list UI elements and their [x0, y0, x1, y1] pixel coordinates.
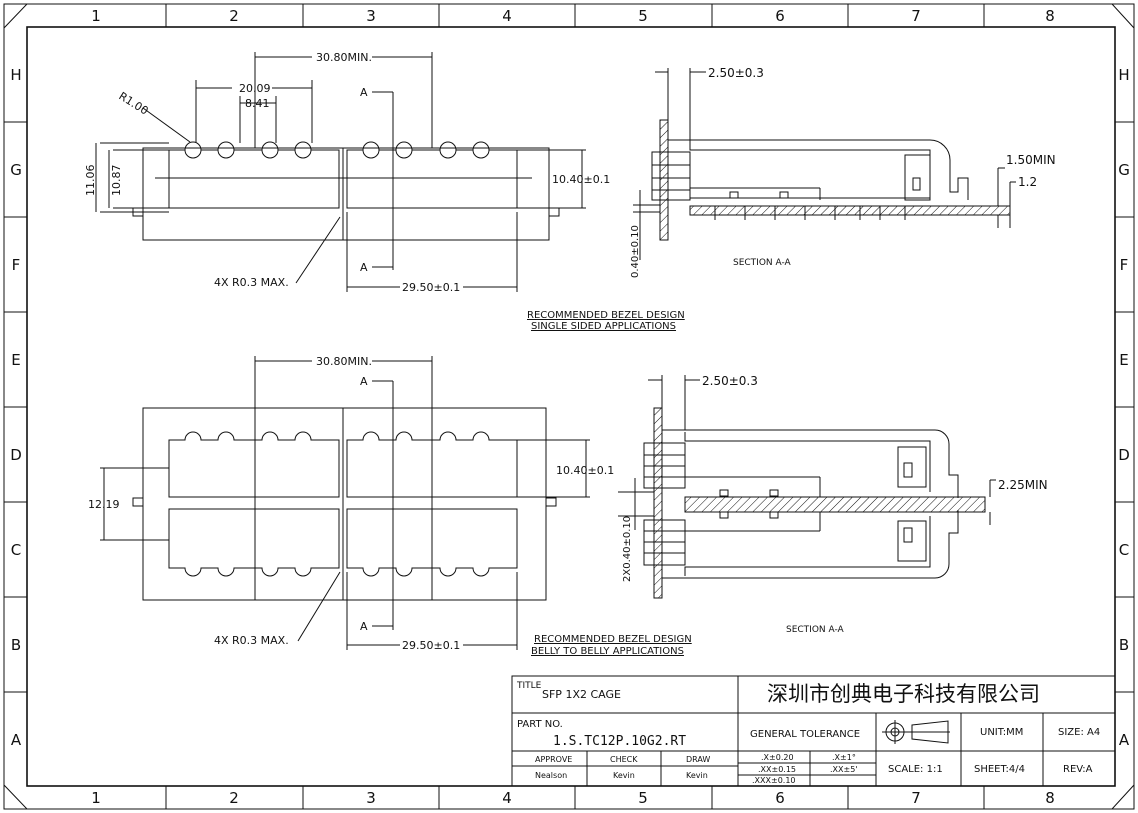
unit: UNIT:MM — [980, 727, 1023, 738]
title-block: TITLE SFP 1X2 CAGE 深圳市创典电子科技有限公司 PART NO… — [511, 675, 1116, 787]
approve-name: Nealson — [535, 771, 567, 780]
grid-row-h-right: H — [1118, 66, 1129, 84]
check-name: Kevin — [613, 771, 635, 780]
dim-opening-height: 10.40±0.1 — [556, 464, 614, 477]
dim-opening-height: 10.40±0.1 — [552, 173, 610, 186]
title-label: TITLE — [516, 681, 542, 691]
grid-row-b: B — [11, 636, 21, 654]
part-value: 1.S.TC12P.10G2.RT — [553, 734, 686, 749]
grid-col-5: 5 — [638, 7, 648, 25]
grid-row-a: A — [11, 731, 22, 749]
angle-tolerance-2: .XX±5' — [830, 765, 858, 774]
section-dim-left: 2X0.40±0.10 — [622, 516, 633, 582]
dim-opening-width: 29.50±0.1 — [402, 639, 460, 652]
section-mark-bottom: A — [360, 620, 368, 633]
grid-row-d: D — [10, 446, 22, 464]
grid-col-2: 2 — [229, 7, 239, 25]
size: SIZE: A4 — [1058, 727, 1100, 738]
dim-pitch-a: 20.09 — [239, 82, 271, 95]
dim-pitch: 12.19 — [88, 498, 120, 511]
scale: SCALE: 1:1 — [888, 764, 943, 775]
section-mark-bottom: A — [360, 261, 368, 274]
angle-tolerance-1: .X±1° — [832, 753, 856, 762]
belly-to-belly-bezel-view: 30.80MIN. 10.40±0.1 12.19 4X R0.3 MAX. 2… — [88, 355, 692, 657]
caption-line-1: RECOMMENDED BEZEL DESIGN — [527, 310, 685, 321]
section-label: SECTION A-A — [786, 625, 845, 635]
single-sided-section-view: 2.50±0.3 1.50MIN 1.2 0.40±0.10 SECTION A… — [630, 66, 1056, 278]
grid-col-4: 4 — [502, 7, 512, 25]
title-value: SFP 1X2 CAGE — [542, 688, 621, 701]
grid-row-h: H — [10, 66, 21, 84]
caption-line-2: BELLY TO BELLY APPLICATIONS — [531, 646, 684, 657]
grid-row-g-right: G — [1118, 161, 1130, 179]
approve-label: APPROVE — [535, 755, 572, 764]
section-dim-left: 0.40±0.10 — [630, 225, 641, 278]
grid-col-3-bottom: 3 — [366, 789, 376, 807]
grid-row-a-right: A — [1119, 731, 1130, 749]
grid-col-8-bottom: 8 — [1045, 789, 1055, 807]
single-sided-bezel-view: 30.80MIN. 20.09 8.41 R1.00 11.06 10.87 1… — [84, 51, 685, 332]
caption-line-2: SINGLE SIDED APPLICATIONS — [531, 321, 676, 332]
sheet: SHEET:4/4 — [974, 764, 1025, 775]
grid-col-4-bottom: 4 — [502, 789, 512, 807]
section-dim-top: 2.50±0.3 — [708, 66, 764, 80]
projection-symbol-icon — [882, 720, 950, 744]
draw-name: Kevin — [686, 771, 708, 780]
grid-row-e-right: E — [1119, 351, 1128, 369]
dim-overall-width: 30.80MIN. — [316, 355, 372, 368]
dim-opening-width: 29.50±0.1 — [402, 281, 460, 294]
draw-label: DRAW — [686, 755, 710, 764]
dim-overall-width: 30.80MIN. — [316, 51, 372, 64]
grid-row-e: E — [11, 351, 20, 369]
revision: REV:A — [1063, 764, 1093, 775]
grid-col-6-bottom: 6 — [775, 789, 785, 807]
grid-row-b-right: B — [1119, 636, 1129, 654]
section-mark-top: A — [360, 86, 368, 99]
radius-label: R1.00 — [116, 90, 150, 118]
corner-note: 4X R0.3 MAX. — [214, 276, 289, 289]
corner-note: 4X R0.3 MAX. — [214, 634, 289, 647]
grid-col-1: 1 — [91, 7, 101, 25]
grid-col-5-bottom: 5 — [638, 789, 648, 807]
grid-col-7-bottom: 7 — [911, 789, 921, 807]
section-dim-right-a: 1.50MIN — [1006, 153, 1056, 167]
section-dim-right: 2.25MIN — [998, 478, 1048, 492]
dim-h1: 11.06 — [84, 165, 97, 197]
grid-col-6: 6 — [775, 7, 785, 25]
general-tolerance: GENERAL TOLERANCE — [750, 729, 860, 740]
grid-row-g: G — [10, 161, 22, 179]
grid-col-3: 3 — [366, 7, 376, 25]
dim-h2: 10.87 — [110, 165, 123, 197]
belly-to-belly-section-view: 2.50±0.3 2.25MIN 2X0.40±0.10 SECTION A-A — [618, 374, 1048, 635]
dim-pitch-b: 8.41 — [245, 97, 270, 110]
grid-row-c: C — [11, 541, 21, 559]
grid-row-d-right: D — [1118, 446, 1130, 464]
section-label: SECTION A-A — [733, 258, 792, 268]
part-label: PART NO. — [517, 719, 563, 730]
tolerance-3: .XXX±0.10 — [752, 776, 796, 785]
section-dim-right-b: 1.2 — [1018, 175, 1037, 189]
company-name: 深圳市创典电子科技有限公司 — [767, 682, 1040, 706]
tolerance-1: .X±0.20 — [761, 753, 794, 762]
grid-row-f-right: F — [1120, 256, 1129, 274]
grid-row-c-right: C — [1119, 541, 1129, 559]
tolerance-2: .XX±0.15 — [758, 765, 796, 774]
grid-col-8: 8 — [1045, 7, 1055, 25]
grid-col-2-bottom: 2 — [229, 789, 239, 807]
grid-col-1-bottom: 1 — [91, 789, 101, 807]
section-dim-top: 2.50±0.3 — [702, 374, 758, 388]
grid-row-f: F — [12, 256, 21, 274]
caption-line-1: RECOMMENDED BEZEL DESIGN — [534, 634, 692, 645]
grid-col-7: 7 — [911, 7, 921, 25]
section-mark-top: A — [360, 375, 368, 388]
check-label: CHECK — [610, 755, 638, 764]
